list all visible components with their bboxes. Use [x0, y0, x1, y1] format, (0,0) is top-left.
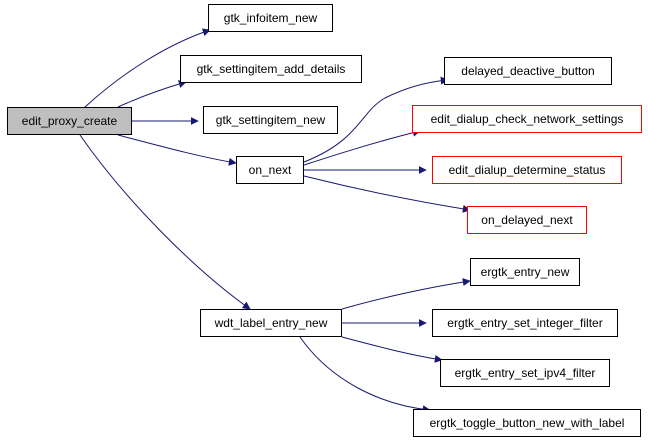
node-ergtk-entry-set-ipv4-filter[interactable]: ergtk_entry_set_ipv4_filter — [440, 359, 610, 387]
edge-root-to-infoitem — [84, 28, 211, 108]
edge-root-to-add-details — [117, 80, 187, 108]
node-edit-dialup-determine-status[interactable]: edit_dialup_determine_status — [432, 156, 622, 184]
node-on-delayed-next[interactable]: on_delayed_next — [467, 206, 587, 234]
edge-on-next-to-check-network — [303, 128, 421, 166]
node-gtk-infoitem-new[interactable]: gtk_infoitem_new — [208, 4, 333, 32]
node-edit-dialup-check-network-settings[interactable]: edit_dialup_check_network_settings — [412, 105, 642, 133]
edge-on-next-to-on-delayed-next — [303, 175, 471, 213]
node-wdt-label-entry-new[interactable]: wdt_label_entry_new — [200, 309, 342, 337]
node-edit-proxy-create: edit_proxy_create — [7, 107, 132, 135]
node-gtk-settingitem-new[interactable]: gtk_settingitem_new — [203, 106, 338, 134]
edge-on-next-to-delayed-deactive — [303, 76, 449, 163]
edge-wdt-label-to-toggle-button — [299, 336, 431, 414]
node-gtk-settingitem-add-details[interactable]: gtk_settingitem_add_details — [180, 55, 362, 83]
edge-wdt-label-to-ipv4-filter — [341, 336, 443, 363]
node-delayed-deactive-button[interactable]: delayed_deactive_button — [444, 57, 612, 85]
edge-root-to-on-next — [117, 134, 237, 166]
node-ergtk-entry-set-integer-filter[interactable]: ergtk_entry_set_integer_filter — [432, 309, 618, 337]
node-on-next[interactable]: on_next — [236, 156, 304, 184]
edge-wdt-label-to-entry-new — [341, 278, 471, 310]
node-ergtk-entry-new[interactable]: ergtk_entry_new — [470, 258, 580, 286]
node-ergtk-toggle-button-new-with-label[interactable]: ergtk_toggle_button_new_with_label — [413, 409, 641, 437]
edge-root-to-wdt-label — [79, 134, 251, 310]
